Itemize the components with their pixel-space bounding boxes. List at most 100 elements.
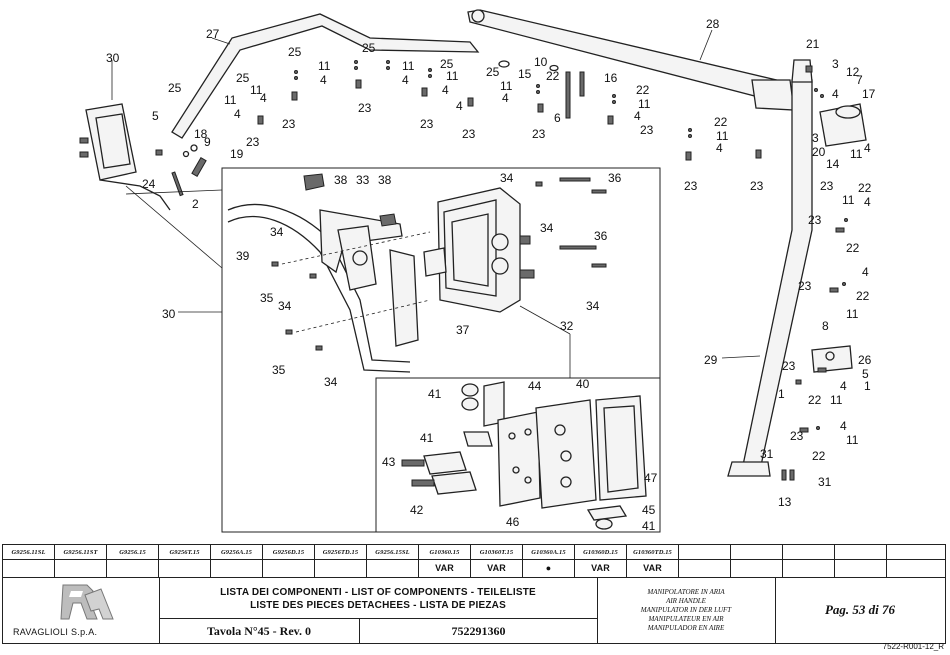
callout-23g: 23 [750,179,764,193]
title-block-bottom: RAVAGLIOLI S.p.A. LISTA DEI COMPONENTI -… [3,577,945,644]
callout-41: 41 [428,387,442,401]
code-cell: G9256A.15 [211,545,263,559]
callout-25f: 25 [168,81,182,95]
callout-4l: 4 [402,73,409,87]
callout-23j: 23 [462,127,476,141]
callout-13: 13 [778,495,792,509]
callout-11c: 11 [846,307,859,321]
callout-9: 9 [204,135,211,149]
callout-23e: 23 [790,429,804,443]
callout-2: 2 [192,197,199,211]
code-cell [679,545,731,559]
ravaglioli-logo-icon [60,584,114,620]
column-29 [721,59,813,477]
variant-cell [783,559,835,577]
description-line: MANIPULATEUR EN AIR [648,614,724,623]
support-26 [811,345,853,373]
callout-8: 8 [822,319,829,333]
callout-7: 7 [856,73,863,87]
arm-27 [171,13,480,139]
description-line: MANIPULADOR EN AIRE [647,623,725,632]
callout-5b: 5 [862,367,869,381]
document-reference: 7522-R001-12_R [882,642,944,651]
callout-23k: 23 [420,117,434,131]
callout-42: 42 [410,503,424,517]
callout-4c: 4 [864,195,871,209]
callout-10: 10 [534,55,548,69]
code-cell [731,545,783,559]
callout-29: 29 [704,353,718,367]
callout-39: 39 [236,249,250,263]
callout-22b: 22 [846,241,860,255]
callout-19: 19 [230,147,244,161]
callout-14: 14 [826,157,840,171]
variant-marks-row: VAR VAR ● VAR VAR [3,559,945,578]
callout-22c: 22 [856,289,870,303]
variant-cell [679,559,731,577]
callout-4g: 4 [716,141,723,155]
callout-3: 3 [832,57,839,71]
callout-25: 25 [486,65,500,79]
callout-23n: 23 [246,135,260,149]
callout-11d: 11 [830,393,843,407]
callout-11: 11 [850,147,863,161]
variant-cell: VAR [419,559,471,577]
callout-18: 18 [194,127,208,141]
callout-34: 34 [270,225,284,239]
code-cell: G10360TD.15 [627,545,679,559]
variant-cell [263,559,315,577]
table-number: Tavola N°45 - Rev. 0 [159,619,360,644]
control-box-30-small [79,60,171,211]
callout-27: 27 [206,27,220,41]
callout-23c: 23 [798,279,812,293]
callout-22h: 22 [546,69,560,83]
callout-4: 4 [832,87,839,101]
callout-31: 31 [760,447,774,461]
variant-cell: ● [523,559,575,577]
callout-35: 35 [260,291,274,305]
callout-4j: 4 [442,83,449,97]
variant-cell [315,559,367,577]
callout-20: 20 [812,145,826,159]
callout-11e: 11 [846,433,859,447]
callout-38: 38 [334,173,348,187]
callout-47: 47 [644,471,658,485]
callout-4f: 4 [840,419,847,433]
callout-11j: 11 [402,59,415,73]
code-cell: G10360A.15 [523,545,575,559]
variant-cell [367,559,419,577]
callout-4o: 4 [234,107,241,121]
detail-frame-32 [375,377,661,533]
callout-11h: 11 [500,79,513,93]
page-number: Pag. 53 di 76 [824,602,896,617]
callout-25b: 25 [440,57,454,71]
callout-40: 40 [576,377,590,391]
description-line: MANIPULATOR IN DER LUFT [640,605,732,614]
callout-16: 16 [604,71,618,85]
callout-11l: 11 [250,83,263,97]
callout-46: 46 [506,515,520,529]
code-cell: G9256D.15 [263,545,315,559]
callout-4e: 4 [840,379,847,393]
callout-23b: 23 [808,213,822,227]
callout-6: 6 [554,111,561,125]
code-cell: G9256.15 [107,545,159,559]
callout-41c: 41 [642,519,656,533]
callout-26: 26 [858,353,872,367]
code-cell: G10360.15 [419,545,471,559]
callout-28: 28 [706,17,720,31]
callout-11g: 11 [638,97,651,111]
callout-32: 32 [560,319,574,333]
callout-5: 5 [152,109,159,123]
code-cell: G9256TD.15 [315,545,367,559]
callout-1b: 1 [864,379,871,393]
callout-38b: 38 [378,173,392,187]
title-block: G9256.11SL G9256.11ST G9256.15 G9256T.15… [2,544,946,644]
callout-33: 33 [356,173,370,187]
callout-23f: 23 [684,179,698,193]
callout-35b: 35 [272,363,286,377]
callout-30: 30 [106,51,120,65]
callout-23l: 23 [358,101,372,115]
assembly-description: MANIPOLATORE IN ARIA AIR HANDLE MANIPULA… [597,577,776,643]
callout-4i: 4 [502,91,509,105]
